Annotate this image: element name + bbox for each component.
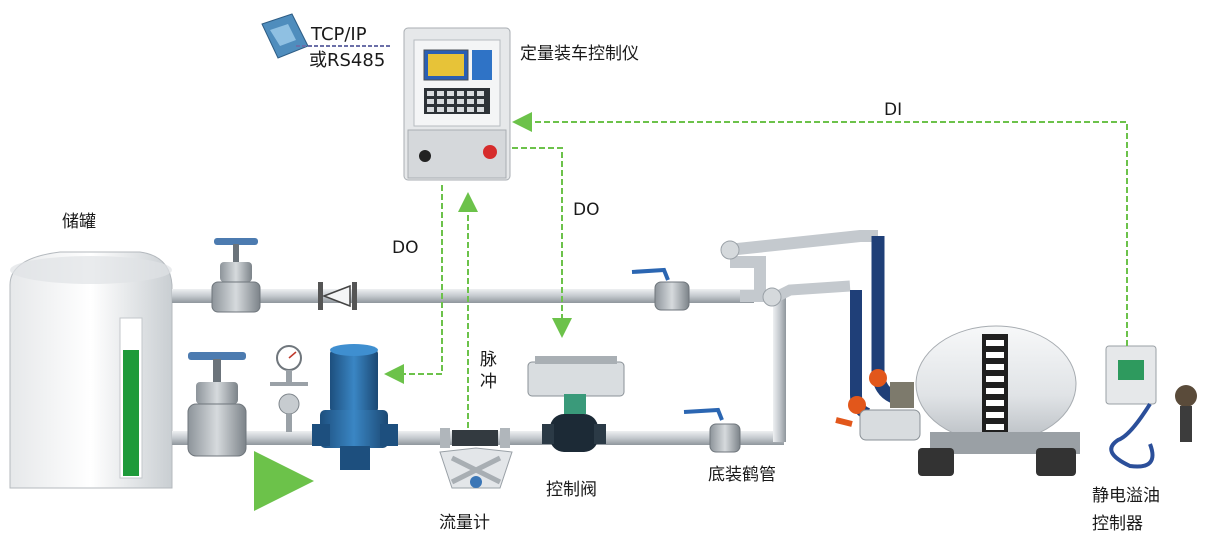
comm-label-tcpip: TCP/IP [311,24,367,45]
signal-do-right-line [512,147,572,338]
bottom-loading-arm-label: 底装鹤管 [708,465,776,485]
riser-pipe [773,296,786,442]
overflow-controller-label-1: 静电溢油 [1092,486,1160,506]
storage-tank-label: 储罐 [62,212,96,232]
pressure-gauge [270,345,308,432]
control-valve-device [527,356,625,452]
gate-valve-upper [211,238,261,313]
comm-label-rs485: 或RS485 [309,50,386,71]
control-valve-label: 控制阀 [546,480,597,500]
signal-di-line [512,112,1128,346]
ball-valve-lower [683,407,741,453]
quantitative-loading-controller [403,27,511,181]
gate-valve-lower [187,352,247,457]
pump [312,344,398,470]
pulse-label-1: 脉 [480,350,497,370]
upper-pipe [172,289,754,303]
signal-do-right-label: DO [573,200,600,220]
ball-valve-upper [631,267,690,311]
tank-level-indicator [123,350,139,476]
signal-di-label: DI [884,100,903,120]
static-overflow-controller [1105,345,1197,469]
storage-tank [9,251,173,489]
flow-meter-label: 流量计 [439,513,490,533]
signal-do-left-line [384,185,443,384]
controller-label: 定量装车控制仪 [520,44,639,64]
overflow-controller-label-2: 控制器 [1092,514,1143,534]
check-valve [318,282,357,310]
tank-truck [859,325,1080,476]
comm-module [261,13,309,59]
pulse-label-2: 冲 [480,372,497,392]
signal-do-left-label: DO [392,238,419,258]
flow-meter [439,428,513,489]
